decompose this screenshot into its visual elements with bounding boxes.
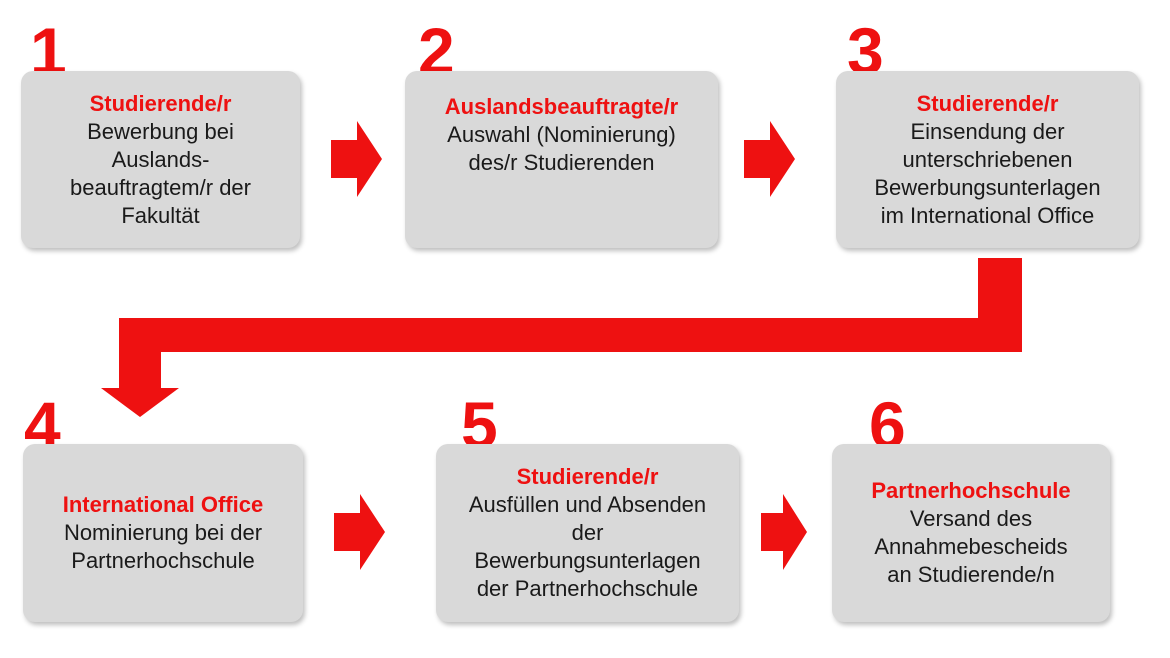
step-6-role: Partnerhochschule [871,478,1071,503]
step-3-box: Studierende/r Einsendung der unterschrie… [836,71,1139,248]
step-4-box: International Office Nominierung bei der… [23,444,303,622]
step-5-box: Studierende/r Ausfüllen und Absenden der… [436,444,739,622]
step-5-description: Ausfüllen und Absenden der Bewerbungsunt… [468,492,707,601]
step-1-box: Studierende/r Bewerbung bei Auslands- be… [21,71,300,248]
arrow-step2-to-step3 [744,121,795,197]
step-5-role: Studierende/r [516,464,659,489]
step-6-box: Partnerhochschule Versand des Annahmebes… [832,444,1110,622]
step-6-description: Versand des Annahmebescheids an Studiere… [874,506,1068,587]
step-1-description: Bewerbung bei Auslands- beauftragtem/r d… [70,118,251,228]
arrow-step4-to-step5 [334,494,385,570]
step-2-box: Auslandsbeauftragte/r Auswahl (Nominieru… [405,71,718,248]
step-2-role: Auslandsbeauftragte/r [444,94,679,119]
step-1-role: Studierende/r [89,90,232,116]
step-4-description: Nominierung bei der Partnerhochschule [63,520,263,573]
step-4-role: International Office [62,492,264,517]
arrow-step3-to-step4 [101,258,1022,417]
arrow-step5-to-step6 [761,494,807,570]
step-2-description: Auswahl (Nominierung) des/r Studierenden [447,122,676,175]
step-3-description: Einsendung der unterschriebenen Bewerbun… [874,118,1101,228]
step-3-role: Studierende/r [916,90,1059,116]
arrow-step1-to-step2 [331,121,382,197]
